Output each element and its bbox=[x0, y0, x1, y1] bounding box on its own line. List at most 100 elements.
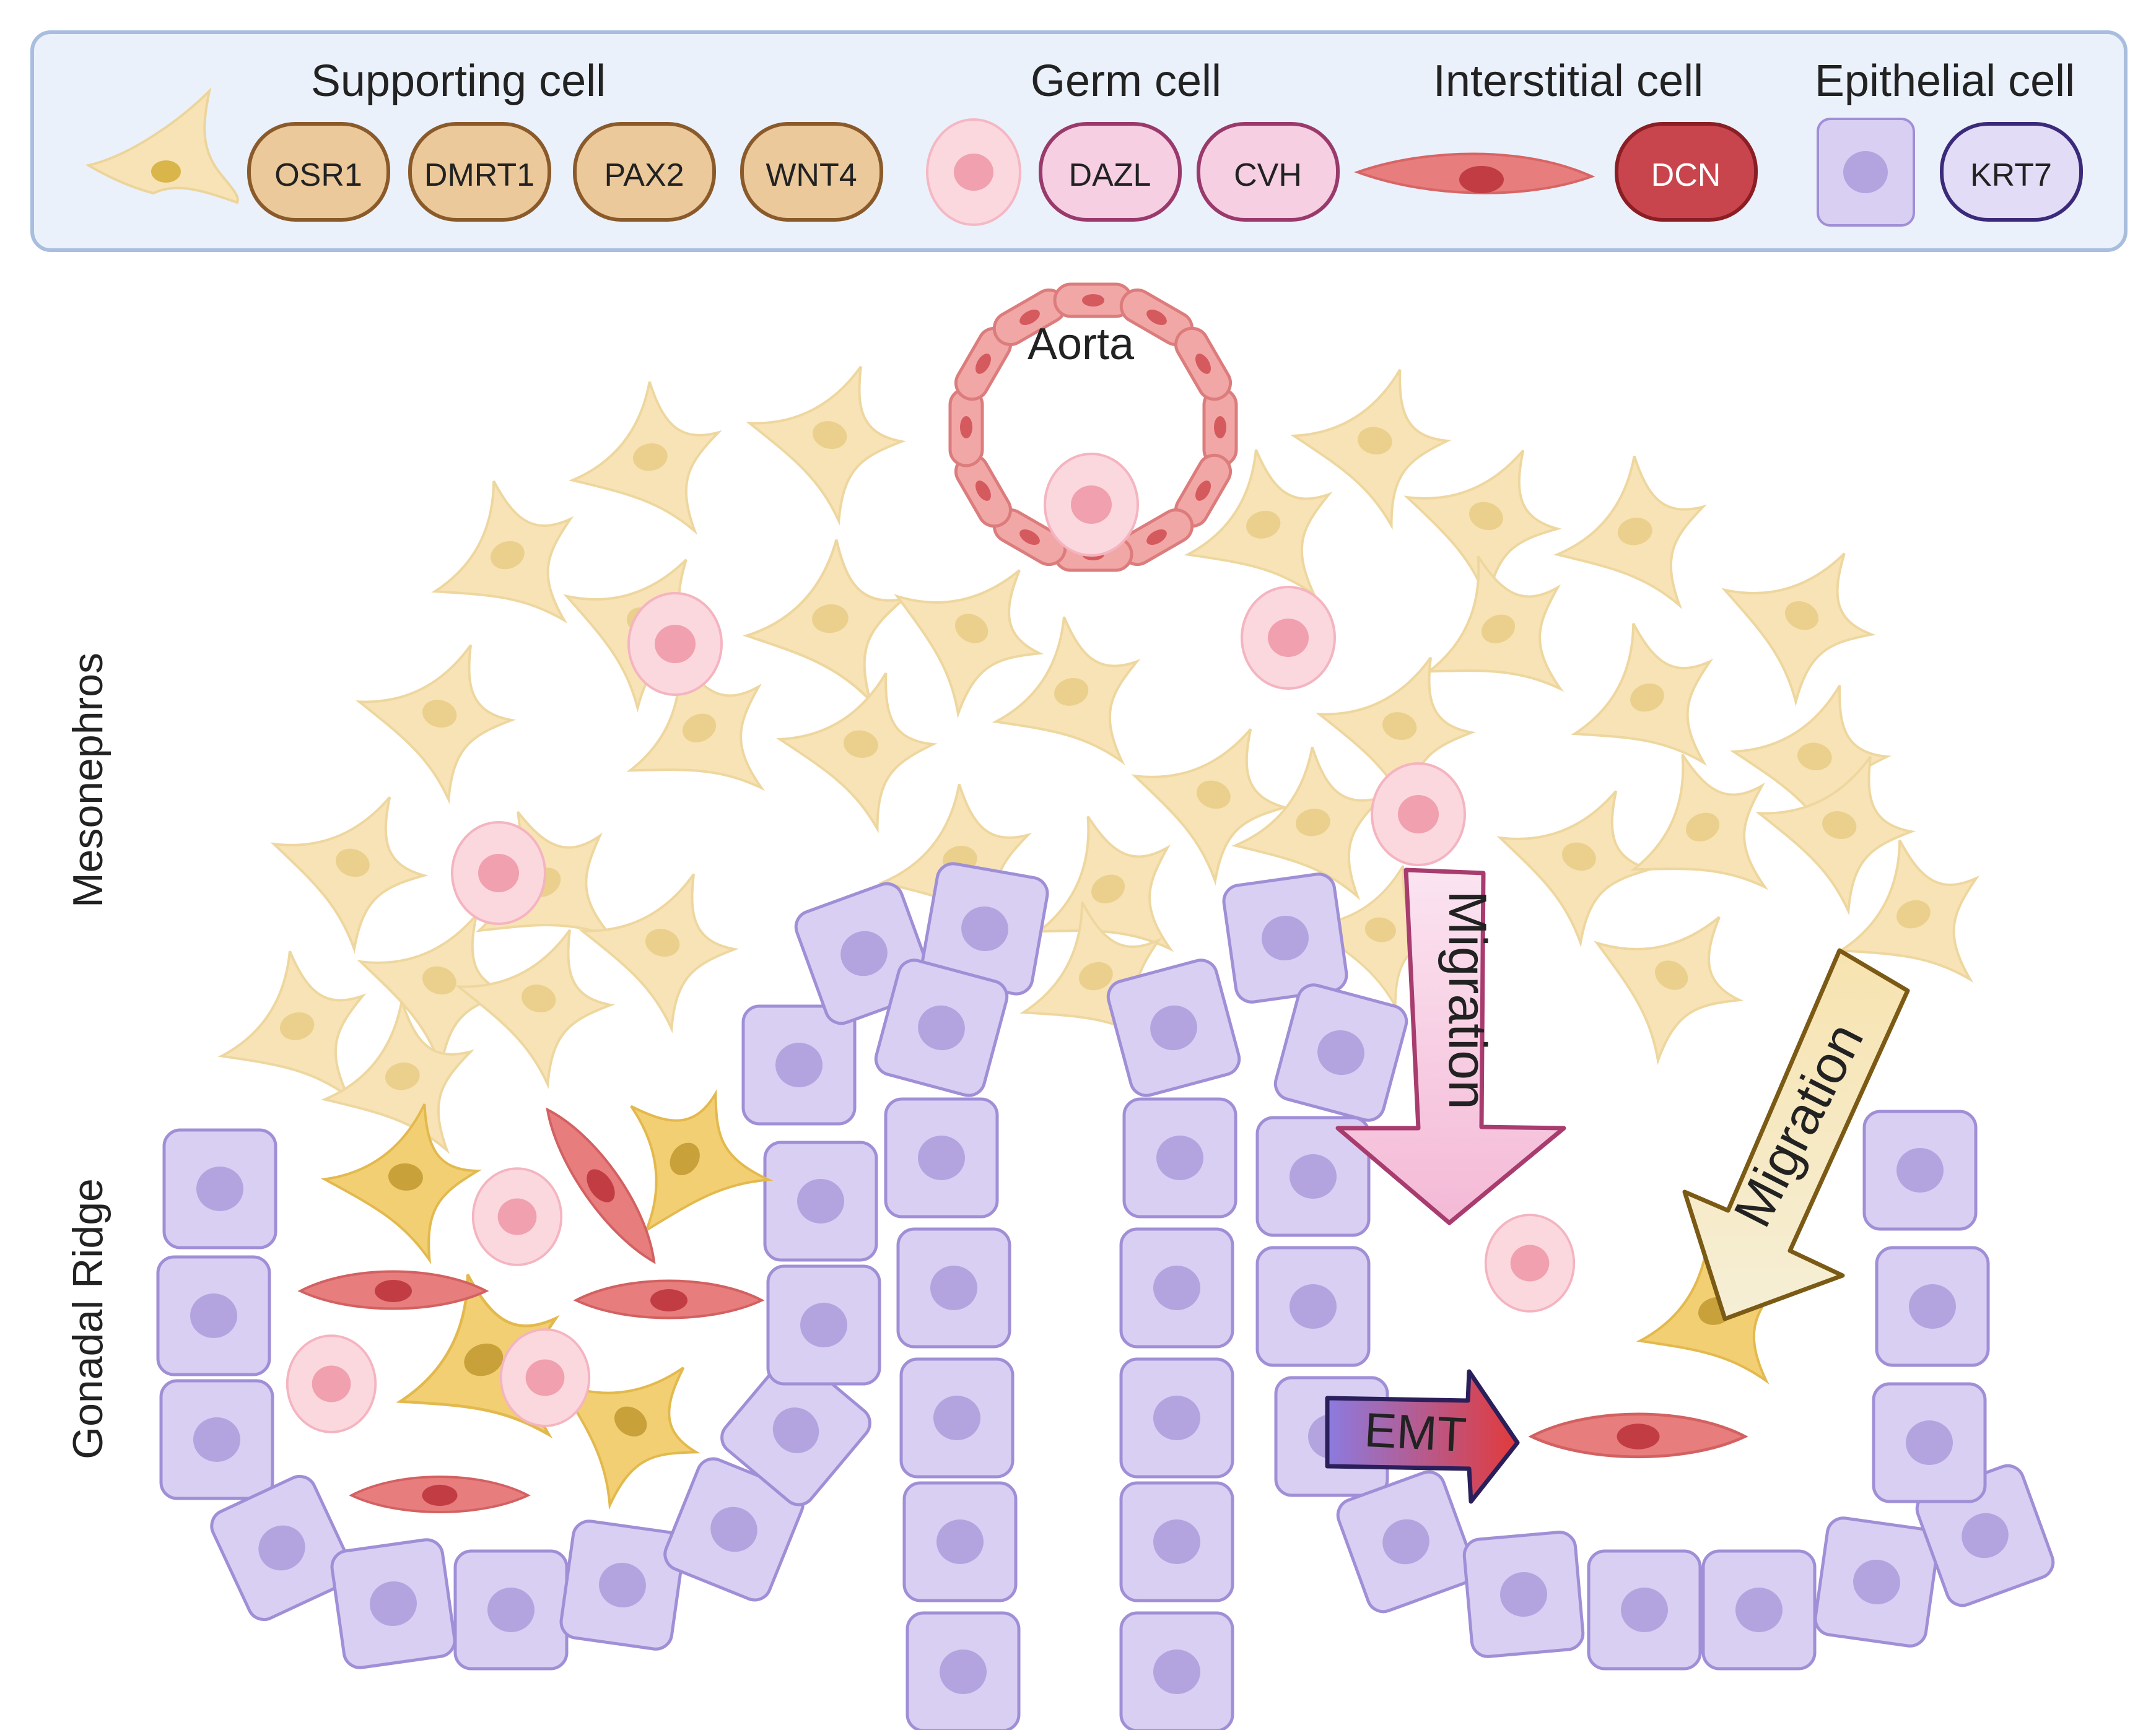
interstitial-cell bbox=[349, 1476, 531, 1513]
epithelial-cell bbox=[902, 1481, 1018, 1602]
epithelial-cell bbox=[1462, 1531, 1585, 1658]
marker-label: KRT7 bbox=[1970, 157, 2052, 193]
supporting-cell bbox=[1755, 755, 1916, 916]
supporting-cell bbox=[894, 569, 1044, 719]
legend-marker-pax2: PAX2 bbox=[573, 122, 716, 222]
supporting-cell bbox=[746, 365, 907, 526]
epithelial-cell bbox=[720, 1354, 871, 1506]
germ-cell bbox=[627, 592, 723, 696]
supporting-cell-gonad bbox=[320, 1103, 482, 1265]
supporting-cell bbox=[431, 480, 574, 624]
supporting-cell bbox=[1571, 623, 1714, 767]
germ-cell bbox=[1371, 762, 1466, 866]
interstitial-cell bbox=[297, 1270, 489, 1310]
supporting-cell bbox=[743, 539, 908, 705]
supporting-cell bbox=[992, 616, 1141, 766]
legend: Supporting cell OSR1 DMRT1 PAX2 WNT4 Ger… bbox=[30, 30, 2128, 252]
marker-label: DCN bbox=[1651, 157, 1721, 193]
supporting-cell bbox=[1425, 555, 1565, 692]
interstitial-cell bbox=[1528, 1412, 1748, 1459]
legend-marker-dazl: DAZL bbox=[1039, 122, 1182, 222]
supporting-cell-gonad bbox=[630, 1089, 774, 1233]
legend-marker-dcn: DCN bbox=[1615, 122, 1758, 222]
epithelial-cell bbox=[763, 1141, 878, 1262]
supporting-cell bbox=[626, 654, 766, 791]
supporting-cell bbox=[1131, 728, 1290, 886]
supporting-cell bbox=[1630, 754, 1769, 890]
supporting-cell bbox=[270, 796, 429, 954]
supporting-cell bbox=[1594, 916, 1744, 1066]
marker-label: DMRT1 bbox=[424, 157, 535, 193]
epithelial-cell bbox=[1587, 1549, 1702, 1671]
epithelial-cell bbox=[1119, 1481, 1234, 1602]
aorta bbox=[948, 282, 1238, 572]
epithelial-cell bbox=[1119, 1611, 1234, 1730]
legend-marker-wnt4: WNT4 bbox=[740, 122, 883, 222]
aorta-endothelial-cell bbox=[1119, 508, 1194, 567]
aorta-endothelial-cell bbox=[1202, 387, 1238, 467]
emt-arrow: EMT bbox=[1325, 1369, 1520, 1504]
supporting-cell bbox=[1553, 455, 1707, 609]
epithelial-cell bbox=[159, 1379, 274, 1500]
epithelial-cell bbox=[884, 1097, 999, 1219]
legend-marker-osr1: OSR1 bbox=[247, 122, 390, 222]
epithelial-cell bbox=[1701, 1549, 1817, 1671]
epithelial-cell bbox=[1255, 1116, 1371, 1237]
supporting-cell bbox=[1837, 840, 1980, 983]
epithelial-cell bbox=[210, 1474, 354, 1622]
supporting-cell bbox=[1290, 369, 1452, 530]
legend-epithelial-cell-icon bbox=[1817, 118, 1915, 227]
epithelial-cell bbox=[1119, 1227, 1234, 1349]
legend-germ-cell-icon bbox=[926, 118, 1021, 226]
epithelial-cell bbox=[156, 1255, 271, 1376]
interstitial-cell bbox=[546, 1107, 656, 1264]
legend-interstitial-cell-icon bbox=[1354, 152, 1595, 194]
aorta-endothelial-cell bbox=[1174, 453, 1233, 528]
aorta-endothelial-cell bbox=[1053, 282, 1133, 318]
aorta-endothelial-cell bbox=[948, 387, 984, 467]
germ-cell bbox=[1241, 586, 1336, 690]
epithelial-cell bbox=[1872, 1382, 1987, 1503]
legend-title-interstitial: Interstitial cell bbox=[1433, 56, 1703, 106]
supporting-cell bbox=[1035, 815, 1174, 952]
legend-title-epithelial: Epithelial cell bbox=[1815, 56, 2075, 106]
marker-label: CVH bbox=[1234, 157, 1302, 193]
aorta-endothelial-cell bbox=[1174, 326, 1233, 401]
supporting-cell bbox=[569, 381, 722, 535]
epithelial-cell bbox=[162, 1128, 277, 1250]
gonadal-ridge-cells bbox=[286, 1089, 1785, 1513]
germ-cell-migration-arrow: Migration bbox=[1335, 867, 1566, 1225]
germ-cell bbox=[471, 1167, 563, 1266]
epithelial-cell bbox=[1255, 1246, 1371, 1367]
emt-label: EMT bbox=[1363, 1402, 1468, 1462]
aorta-label: Aorta bbox=[1028, 319, 1135, 369]
supporting-cell bbox=[776, 672, 938, 833]
supporting-cell bbox=[1184, 449, 1333, 599]
supporting-cell bbox=[356, 644, 517, 804]
marker-label: OSR1 bbox=[274, 157, 362, 193]
supporting-cell bbox=[578, 873, 740, 1033]
epithelial-cell bbox=[906, 1611, 1021, 1730]
supporting-cell bbox=[1496, 790, 1655, 948]
germ-cell bbox=[451, 821, 546, 925]
gonadal-epithelium bbox=[156, 862, 2055, 1730]
epithelial-cell bbox=[1119, 1357, 1234, 1479]
legend-supporting-cell-icon bbox=[85, 87, 239, 204]
legend-marker-dmrt1: DMRT1 bbox=[408, 122, 551, 222]
epithelial-cell bbox=[1862, 1110, 1978, 1231]
epithelial-cell bbox=[874, 958, 1009, 1097]
interstitial-cell bbox=[573, 1279, 765, 1319]
supporting-cell bbox=[217, 950, 367, 1100]
epithelial-cell bbox=[1222, 872, 1348, 1004]
epithelial-cell bbox=[766, 1264, 881, 1386]
marker-label: WNT4 bbox=[766, 157, 857, 193]
epithelial-cell bbox=[559, 1519, 686, 1651]
epithelial-cell bbox=[896, 1227, 1011, 1349]
supporting-cell bbox=[1316, 656, 1477, 817]
epithelial-cell bbox=[1875, 1246, 1990, 1367]
germ-cell bbox=[1044, 453, 1139, 557]
legend-title-germ: Germ cell bbox=[1031, 56, 1221, 106]
marker-label: DAZL bbox=[1069, 157, 1151, 193]
supporting-cell bbox=[455, 929, 616, 1089]
